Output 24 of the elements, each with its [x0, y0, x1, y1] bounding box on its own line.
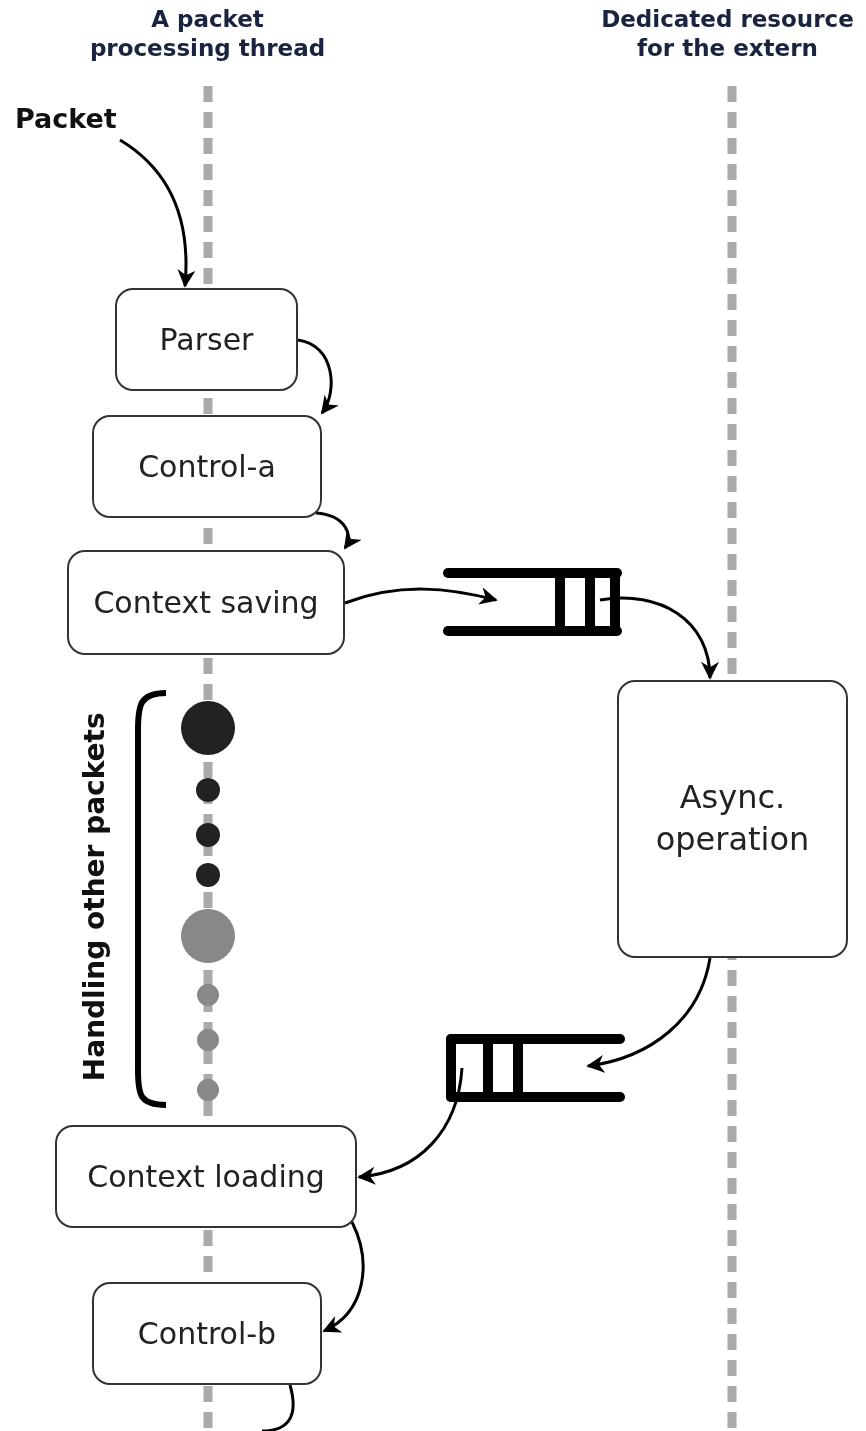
- process-box: [92, 415, 322, 518]
- arrow: [119, 138, 195, 288]
- process-label: Context loading: [87, 1158, 325, 1196]
- column-heading: Dedicated resource for the extern: [600, 5, 855, 63]
- process-label: Parser: [159, 321, 254, 359]
- arrow: [599, 596, 718, 680]
- process-box: [55, 1125, 357, 1228]
- arrow: [297, 338, 339, 415]
- arrow: [357, 1067, 464, 1184]
- process-label: Context saving: [93, 584, 319, 622]
- process-label: Control-a: [138, 448, 276, 486]
- arrow: [315, 511, 361, 550]
- process-box: [92, 1282, 322, 1385]
- process-label: Control-b: [137, 1315, 277, 1353]
- process-box: [115, 288, 298, 391]
- bracket-label: Handling other packets: [78, 711, 112, 1084]
- arrow: [344, 587, 498, 605]
- process-box: [617, 680, 848, 958]
- process-box: [67, 550, 345, 655]
- arrow: [586, 957, 712, 1073]
- input-label: Packet: [15, 103, 117, 134]
- column-heading: A packet processing thread: [88, 5, 327, 63]
- arrow: [322, 1221, 365, 1333]
- process-label: Async. operation: [654, 777, 811, 860]
